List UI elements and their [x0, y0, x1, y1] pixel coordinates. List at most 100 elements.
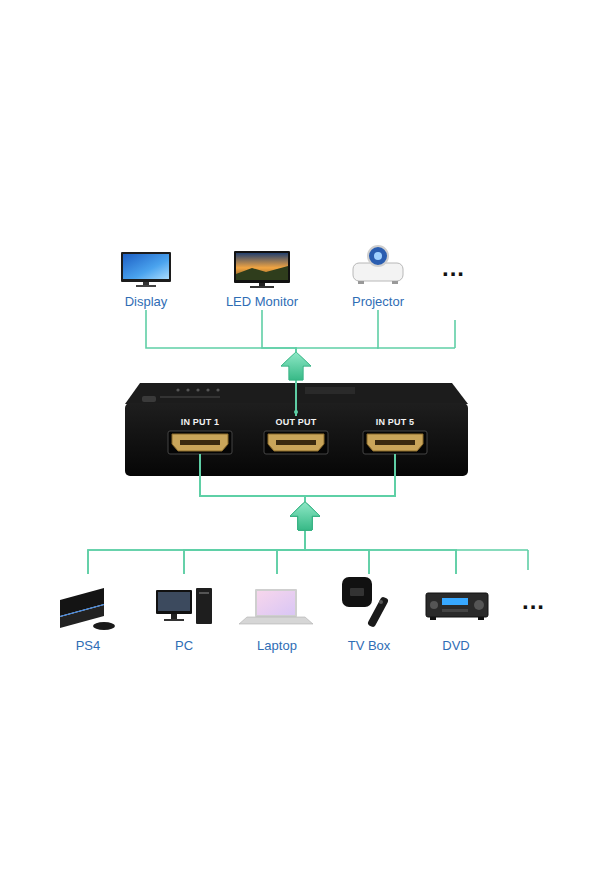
signal-connector [146, 310, 296, 416]
hdmi-port [264, 431, 328, 454]
projector-foot [358, 281, 364, 284]
port-label: IN PUT 1 [181, 416, 220, 428]
status-led [216, 388, 219, 391]
bus-drop [527, 550, 529, 570]
dvd-icon [426, 593, 488, 620]
source-device: Laptop [241, 574, 313, 654]
signal-connector [262, 310, 296, 416]
flow-arrow [290, 502, 320, 530]
display-device: Display [110, 244, 182, 310]
pc-tower [196, 588, 212, 624]
port-label: IN PUT 5 [376, 416, 415, 428]
bus-line [456, 549, 528, 551]
more-devices-ellipsis: ... [522, 591, 545, 611]
top-logo-plate [305, 387, 355, 394]
hdmi-port: IN PUT 1 [166, 416, 234, 454]
more-devices-ellipsis: ... [442, 258, 465, 278]
flow-arrow [281, 352, 311, 380]
laptop-base [239, 617, 313, 624]
pc-drive [199, 592, 209, 594]
device-label: DVD [442, 638, 469, 654]
signal-connector [200, 454, 369, 574]
dvd-display [442, 598, 468, 605]
dvd-foot [430, 617, 436, 620]
flow-arrow [281, 352, 311, 380]
port-gold [367, 434, 423, 451]
console-light [60, 605, 104, 617]
hdmi-port: OUT PUT [262, 416, 330, 454]
port-label: OUT PUT [276, 416, 317, 428]
flow-arrow [290, 502, 320, 530]
tv-box-logo [350, 588, 364, 596]
laptop-icon [239, 589, 313, 624]
signal-connector [184, 454, 395, 574]
bus-line [377, 347, 455, 349]
junction-dot [294, 410, 298, 414]
signal-connector [305, 454, 456, 574]
source-device: DVD [420, 574, 492, 654]
projector-foot [392, 281, 398, 284]
flow-arrow [281, 352, 311, 380]
flow-arrow [290, 502, 320, 530]
flow-arrow [290, 502, 320, 530]
laptop-screen [257, 591, 295, 615]
port-gold [172, 434, 228, 451]
monitor-screen [236, 253, 288, 280]
signal-connector [88, 454, 305, 574]
port-slot [276, 440, 316, 445]
source-device: TV Box [333, 574, 405, 654]
port-housing [264, 431, 328, 454]
projector-icon [353, 246, 403, 284]
source-device: PS4 [52, 574, 124, 654]
tv-box-body [342, 577, 372, 607]
port-housing [363, 431, 427, 454]
bus-drop [454, 320, 456, 348]
status-led [186, 388, 189, 391]
monitor-stand [259, 283, 265, 286]
device-label: Laptop [257, 638, 297, 654]
hdmi-port: IN PUT 5 [361, 416, 429, 454]
controller [93, 622, 115, 630]
device-label: Projector [352, 294, 404, 310]
ps4-icon [60, 588, 115, 630]
display-device: LED Monitor [218, 244, 306, 310]
signal-connector [200, 454, 305, 574]
projector-lens [368, 246, 388, 266]
status-led [206, 388, 209, 391]
projector-lens-glass [374, 252, 382, 260]
device-label: PS4 [76, 638, 101, 654]
signal-connector [200, 454, 456, 574]
port-slot [375, 440, 415, 445]
device-label: PC [175, 638, 193, 654]
port-gold [268, 434, 324, 451]
remote-button [379, 600, 383, 604]
display-icon [121, 252, 171, 287]
display-device: Projector [340, 244, 416, 310]
dvd-body [426, 593, 488, 617]
flow-arrow [290, 502, 320, 530]
tv-box-icon [342, 577, 389, 628]
dvd-knob [474, 600, 484, 610]
display-screen [123, 254, 169, 279]
monitor-landscape [236, 266, 288, 280]
display-frame [121, 252, 171, 282]
hdmi-switch [125, 383, 468, 476]
pc-monitor [156, 590, 192, 614]
source-device: PC [150, 574, 218, 654]
hdmi-port [168, 431, 232, 454]
pc-screen [158, 592, 190, 611]
select-button [142, 396, 156, 402]
dvd-foot [478, 617, 484, 620]
led-monitor-icon [234, 251, 290, 288]
pc-icon [156, 588, 212, 624]
remote [367, 596, 389, 628]
flow-arrow [290, 502, 320, 530]
signal-connector [277, 454, 395, 574]
device-label: Display [125, 294, 168, 310]
status-led [196, 388, 199, 391]
flow-arrow [290, 502, 320, 530]
pc-base [164, 619, 184, 621]
